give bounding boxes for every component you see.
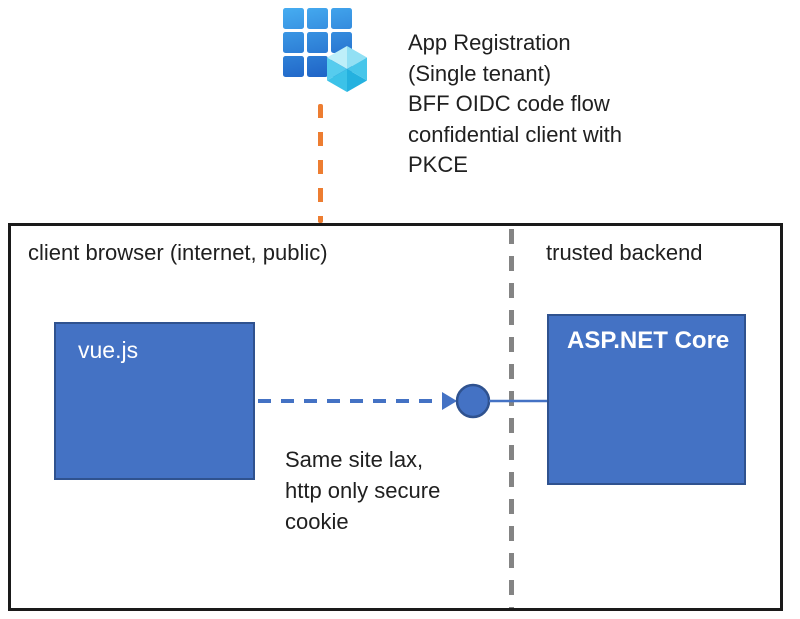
- annotation-line: (Single tenant): [408, 60, 552, 86]
- app-registration-connector-line: [318, 104, 323, 223]
- node-vuejs-label: vue.js: [78, 337, 139, 363]
- app-registration-icon-graphic: [283, 8, 367, 92]
- cookie-note-line: Same site lax,: [285, 447, 424, 472]
- app-registration-note: App Registration (Single tenant) BFF OID…: [408, 28, 622, 181]
- zone-label-client-browser: client browser (internet, public): [28, 240, 328, 265]
- interface-circle-icon: [455, 383, 491, 419]
- node-aspnet-core-label: ASP.NET Core: [567, 327, 730, 354]
- node-aspnet-core: ASP.NET Core: [547, 314, 746, 485]
- annotation-line: BFF OIDC code flow: [408, 91, 610, 116]
- cube-glyph: [327, 46, 367, 92]
- system-boundary-box: client browser (internet, public) truste…: [8, 223, 783, 611]
- trust-boundary-divider: [509, 229, 514, 608]
- annotation-line: App Registration: [408, 30, 571, 55]
- node-vuejs: vue.js: [54, 322, 255, 480]
- cookie-note-line: cookie: [285, 509, 349, 534]
- annotation-line: confidential client with: [408, 121, 623, 147]
- app-registration-icon: [281, 6, 369, 94]
- arrowhead-icon: [442, 392, 457, 410]
- annotation-line: PKCE: [408, 152, 468, 177]
- cookie-connection-arrow: [258, 383, 547, 419]
- cookie-note-line: http only secure: [285, 478, 441, 503]
- cookie-connection-note: Same site lax, http only secure cookie: [285, 444, 440, 537]
- zone-label-trusted-backend: trusted backend: [546, 240, 703, 265]
